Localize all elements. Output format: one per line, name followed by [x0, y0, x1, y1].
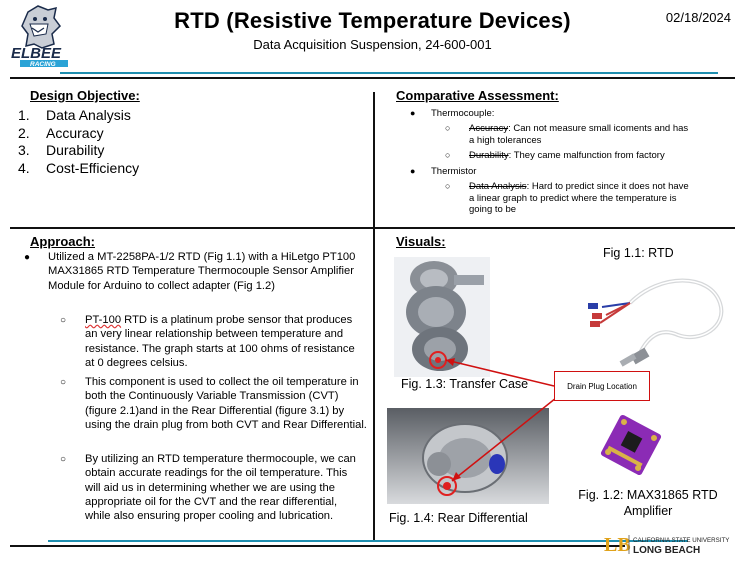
univ-bottom-text: LONG BEACH: [633, 545, 700, 556]
approach-main-text: Utilized a MT-2258PA-1/2 RTD (Fig 1.1) w…: [48, 251, 356, 292]
list-item: 4.Cost-Efficiency: [18, 159, 140, 176]
page-title: RTD (Resistive Temperature Devices): [174, 8, 571, 33]
max31865-board-image: [598, 412, 664, 478]
fig-1-2-caption: Fig. 1.2: MAX31865 RTD Amplifier: [578, 488, 718, 518]
sub-bullet-icon: ○: [445, 181, 451, 191]
univ-top-text: CALIFORNIA STATE UNIVERSITY: [633, 537, 729, 544]
fig-1-4-caption: Fig. 1.4: Rear Differential: [389, 511, 528, 525]
bullet-icon: ●: [410, 108, 416, 118]
sub-bullet-icon: ○: [445, 150, 451, 160]
sub-bullet-icon: ○: [60, 315, 67, 326]
design-objective-list: 1.Data Analysis 2.Accuracy 3.Durability …: [18, 107, 139, 177]
rear-differential-image: [387, 408, 549, 504]
footer-rule-teal: [48, 540, 688, 542]
bullet-icon: ●: [410, 166, 416, 176]
approach-sub-3: By utilizing an RTD temperature thermoco…: [85, 453, 356, 523]
list-item: 1.Data Analysis: [18, 107, 131, 123]
logo-text: ELBEE: [11, 45, 62, 62]
page-date: 02/18/2024: [665, 10, 731, 25]
approach-heading: Approach:: [30, 234, 95, 249]
sub-bullet-icon: ○: [60, 377, 67, 388]
design-objective-heading: Design Objective:: [30, 88, 140, 103]
thermocouple-point-2: Durability: They came malfunction from f…: [469, 150, 665, 161]
visuals-heading: Visuals:: [396, 234, 446, 249]
transfer-case-image: [394, 257, 490, 377]
thermocouple-point-1: Accuracy: Can not measure small icoments…: [469, 123, 689, 146]
sub-bullet-icon: ○: [445, 123, 451, 133]
thermistor-point-1: Data Analysis: Hard to predict since it …: [469, 181, 689, 215]
list-item: 2.Accuracy: [18, 124, 104, 141]
list-item: 3.Durability: [18, 142, 105, 158]
approach-sub-2: This component is used to collect the oi…: [85, 376, 367, 431]
thermistor-label: Thermistor: [431, 166, 477, 177]
lb-mark: LB: [604, 534, 631, 556]
approach-sub-1: PT-100 RTD is a platinum probe sensor th…: [85, 314, 355, 369]
vertical-divider: [373, 92, 375, 540]
drain-plug-label: Drain Plug Location: [554, 371, 650, 401]
header-rule-dark: [10, 77, 735, 79]
bullet-icon: ●: [24, 252, 31, 263]
elbee-racing-logo: ELBEE RACING: [8, 4, 74, 68]
footer-rule-dark: [10, 545, 625, 547]
fig-1-3-caption: Fig. 1.3: Transfer Case: [401, 377, 529, 391]
thermocouple-label: Thermocouple:: [431, 108, 495, 119]
sub-bullet-icon: ○: [60, 454, 67, 465]
fig-1-1-caption: Fig 1.1: RTD: [603, 246, 674, 260]
comparative-heading: Comparative Assessment:: [396, 88, 559, 103]
page-subtitle: Data Acquisition Suspension, 24-600-001: [253, 37, 492, 52]
rtd-probe-image: [560, 263, 732, 371]
logo-subtext: RACING: [30, 61, 56, 68]
header-rule-teal: [60, 72, 718, 74]
csulb-logo: LB CALIFORNIA STATE UNIVERSITY LONG BEAC…: [604, 532, 740, 556]
horizontal-divider: [10, 227, 735, 229]
